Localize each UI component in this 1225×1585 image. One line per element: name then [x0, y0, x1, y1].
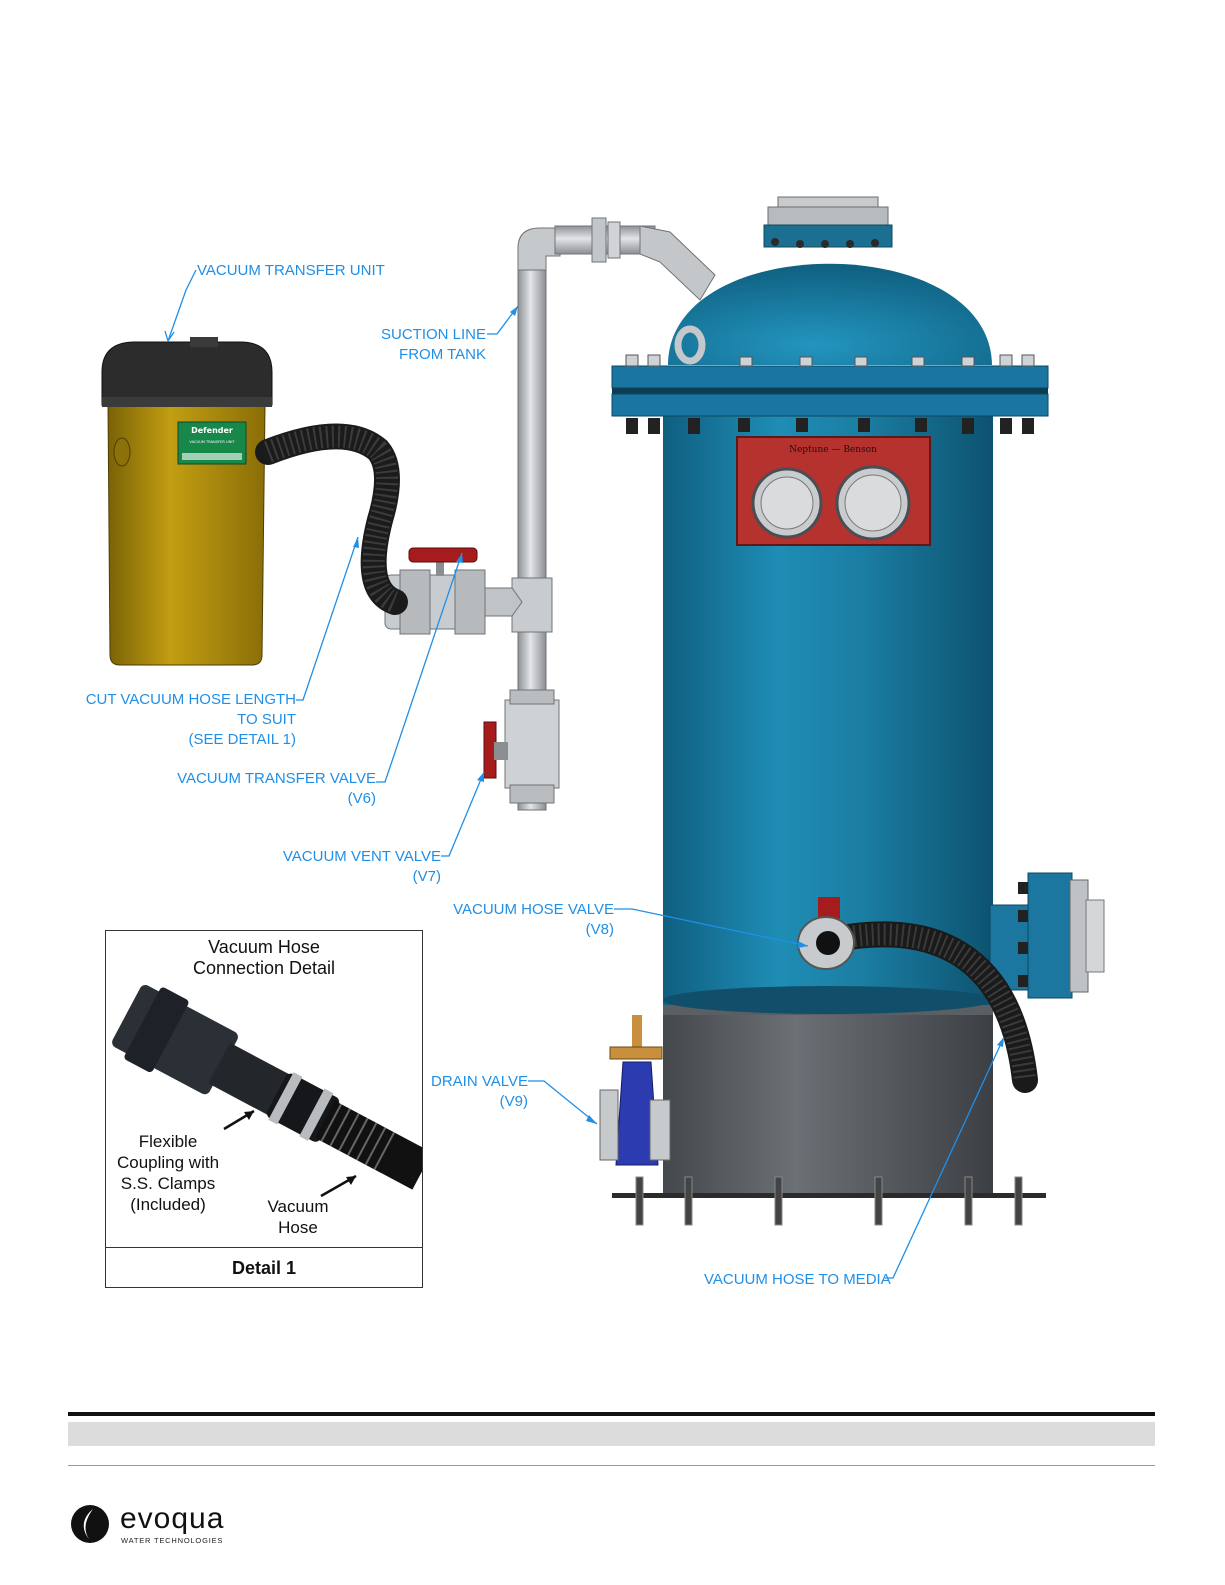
callout-hose-valve-2: (V8) — [585, 921, 614, 938]
footer-band — [68, 1422, 1155, 1446]
logo-subtitle: WATER TECHNOLOGIES — [121, 1536, 224, 1545]
callout-suction-line: SUCTION LINE FROM TANK — [360, 325, 486, 365]
callout-vent-valve: VACUUM VENT VALVE (V7) — [260, 847, 441, 887]
detail-coupling-2: Coupling with — [116, 1153, 220, 1172]
main-flange — [611, 365, 1049, 389]
callout-cut-hose-2: TO SUIT — [237, 711, 296, 728]
vacuum-transfer-unit: Defender VACUUM TRANSFER UNIT — [101, 337, 273, 666]
tank-dome — [668, 263, 992, 365]
side-nozzle — [989, 872, 1105, 999]
vacuum-vent-valve-v7 — [483, 721, 508, 779]
callout-transfer-valve-2: (V6) — [347, 790, 376, 807]
detail-coupling-1: Flexible — [138, 1132, 198, 1151]
callout-hose-valve: VACUUM HOSE VALVE (V8) — [440, 900, 614, 940]
callout-cut-hose: CUT VACUUM HOSE LENGTH TO SUIT (SEE DETA… — [60, 690, 296, 750]
detail-coupling-label: Flexible Coupling with S.S. Clamps (Incl… — [116, 1131, 220, 1215]
evoqua-logo: evoqua WATER TECHNOLOGIES — [68, 1500, 268, 1550]
suction-line — [504, 217, 716, 811]
base-plate — [612, 1193, 1046, 1198]
callout-cut-hose-3: (SEE DETAIL 1) — [188, 731, 296, 748]
callout-hose-valve-1: VACUUM HOSE VALVE — [453, 901, 614, 918]
tank-skirt — [663, 985, 993, 1195]
callout-suction-line-2: FROM TANK — [399, 346, 486, 363]
logo-wordmark: evoqua — [120, 1502, 225, 1535]
callout-drain-valve-2: (V9) — [499, 1093, 528, 1110]
callout-transfer-valve-1: VACUUM TRANSFER VALVE — [177, 770, 376, 787]
callout-vacuum-transfer-unit: VACUUM TRANSFER UNIT — [197, 262, 385, 279]
arrowheads — [353, 306, 1004, 1124]
detail-hose-2: Hose — [278, 1218, 318, 1237]
leader-lines — [164, 269, 1005, 1279]
callout-vent-valve-2: (V7) — [412, 868, 441, 885]
detail-coupling-4: (Included) — [130, 1195, 206, 1214]
footer-rule-thin — [68, 1465, 1155, 1466]
vacuum-transfer-valve-v6 — [384, 547, 523, 635]
callout-vent-valve-1: VACUUM VENT VALVE — [282, 848, 441, 865]
detail-1-box: Vacuum Hose Connection Detail Flexible C… — [105, 930, 423, 1288]
footer-rule-thick — [68, 1412, 1155, 1416]
unit-label-subtitle: VACUUM TRANSFER UNIT — [189, 440, 235, 444]
evoqua-drop-icon — [71, 1505, 109, 1543]
callout-hose-to-media: VACUUM HOSE TO MEDIA — [704, 1271, 891, 1288]
callout-cut-hose-1: CUT VACUUM HOSE LENGTH — [85, 691, 296, 708]
callout-drain-valve-1: DRAIN VALVE — [431, 1073, 528, 1090]
detail-hose-1: Vacuum — [267, 1197, 329, 1216]
plate-brand: Neptune — Benson — [789, 445, 877, 455]
callout-suction-line-1: SUCTION LINE — [380, 326, 486, 343]
detail-title: Vacuum Hose Connection Detail — [106, 937, 422, 979]
lifting-lug — [674, 325, 706, 365]
detail-title-1: Vacuum Hose — [208, 937, 320, 957]
vacuum-hose-unit — [255, 423, 408, 615]
detail-title-2: Connection Detail — [192, 958, 336, 978]
detail-coupling-3: S.S. Clamps — [120, 1174, 216, 1193]
unit-label-brand: Defender — [191, 426, 233, 435]
detail-illustration — [112, 985, 422, 1198]
callout-transfer-valve: VACUUM TRANSFER VALVE (V6) — [160, 769, 376, 809]
drain-valve — [599, 1015, 671, 1166]
detail-hose-label: Vacuum Hose — [256, 1196, 340, 1238]
filter-tank: Neptune — Benson — [611, 196, 1105, 1226]
callout-drain-valve: DRAIN VALVE (V9) — [410, 1072, 528, 1112]
detail-footer: Detail 1 — [106, 1247, 422, 1288]
